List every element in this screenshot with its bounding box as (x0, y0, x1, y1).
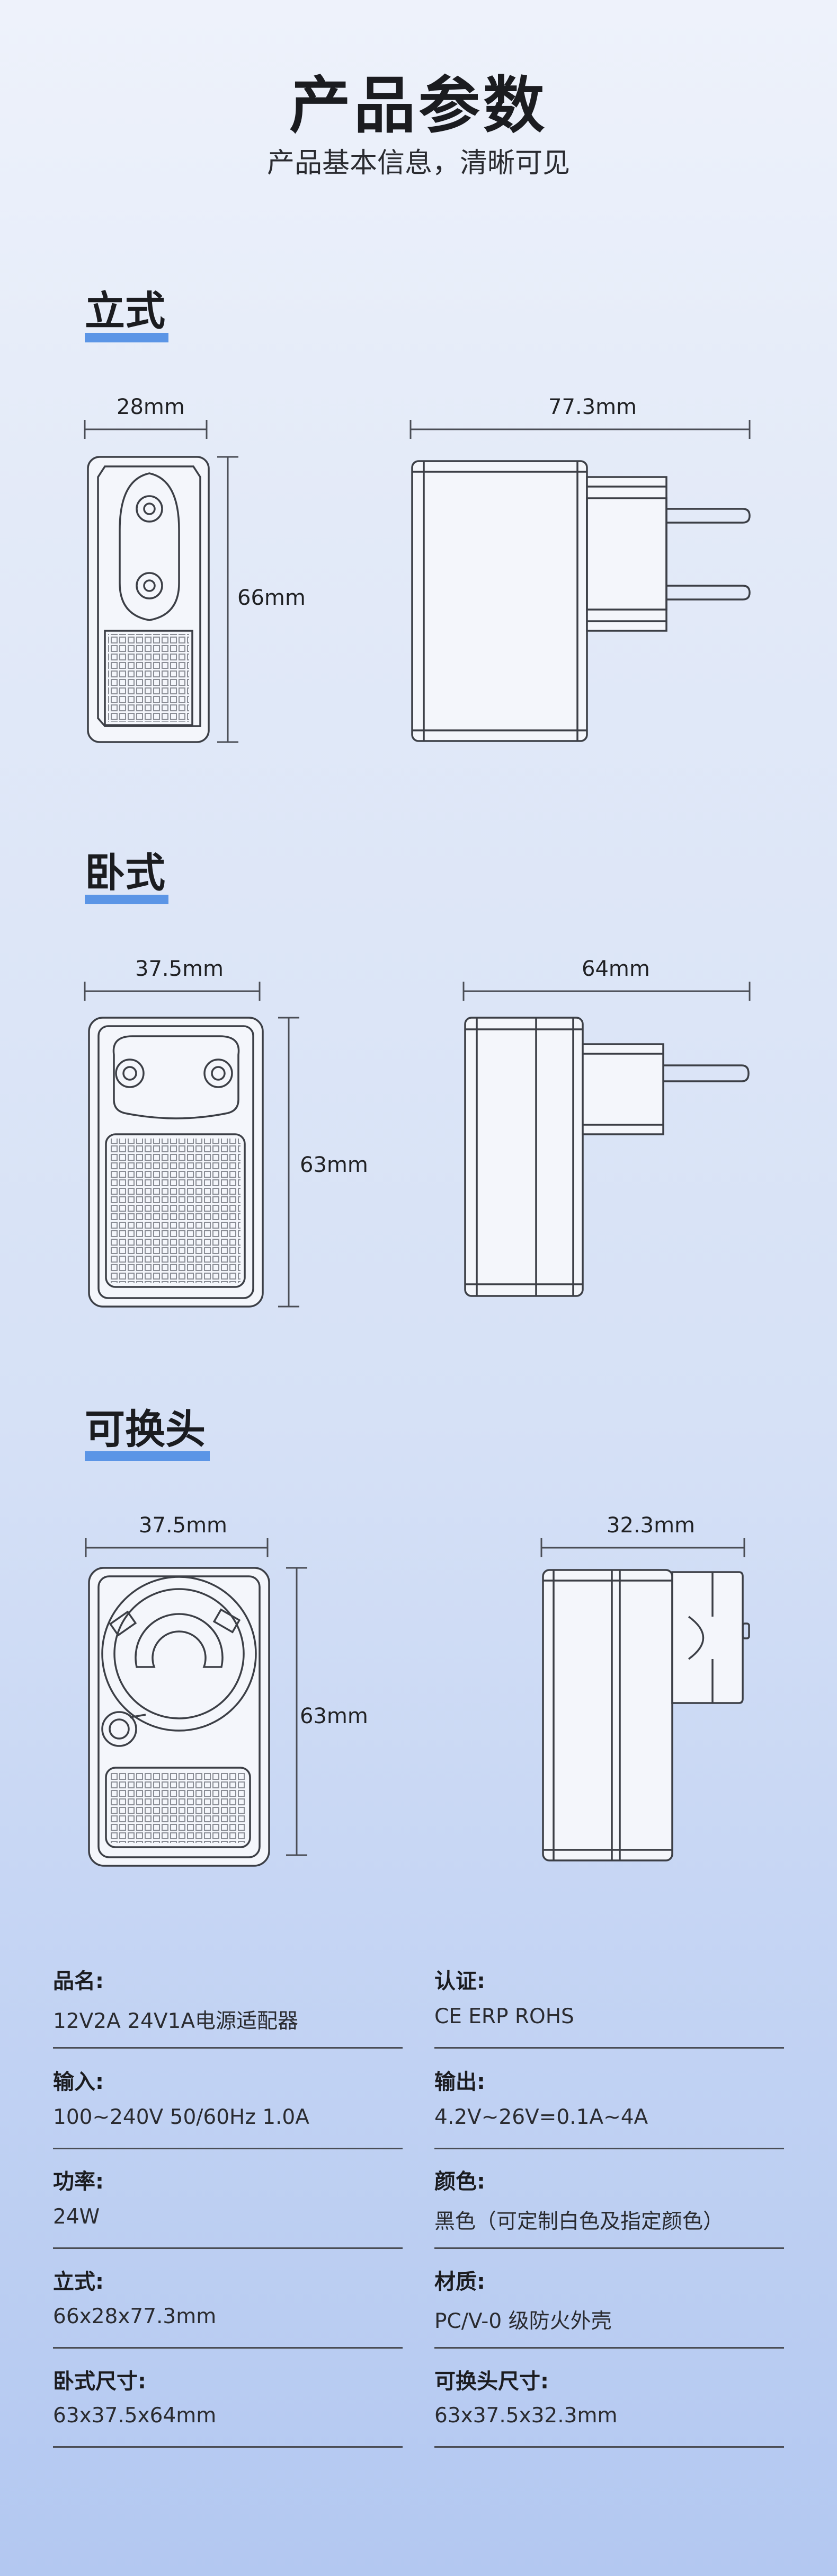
spec-value: 100~240V 50/60Hz 1.0A (53, 2105, 309, 2129)
spec-label: 认证: (434, 1969, 485, 1993)
page-subtitle: 产品基本信息，清晰可见 (266, 147, 570, 179)
front-view-vertical (87, 456, 210, 743)
dim-height-label: 63mm (300, 1153, 368, 1177)
spec-divider (53, 2047, 403, 2049)
technical-drawings (84, 420, 751, 1867)
section-underline (85, 895, 168, 904)
dim-line-depth (540, 1538, 745, 1557)
spec-label: 材质: (434, 2270, 485, 2294)
spec-label: 立式: (53, 2270, 104, 2294)
spec-divider (434, 2047, 784, 2049)
spec-divider (53, 2148, 403, 2149)
spec-divider (434, 2247, 784, 2249)
section-title-horizontal: 卧式 (85, 849, 165, 896)
spec-label: 卧式尺寸: (53, 2369, 146, 2394)
spec-divider (434, 2347, 784, 2349)
dim-width-label: 28mm (117, 395, 185, 419)
section-underline (85, 333, 168, 342)
spec-divider (434, 2446, 784, 2448)
dim-line-width (84, 420, 208, 439)
spec-divider (434, 2148, 784, 2149)
section-underline (85, 1451, 210, 1461)
spec-value: 24W (53, 2205, 100, 2229)
page-title: 产品参数 (289, 70, 548, 142)
spec-label: 输出: (434, 2070, 485, 2094)
spec-value: 4.2V~26V=0.1A~4A (434, 2105, 648, 2129)
spec-value: 63x37.5x32.3mm (434, 2404, 618, 2428)
spec-label: 可换头尺寸: (434, 2369, 549, 2394)
spec-value: PC/V-0 级防火外壳 (434, 2309, 612, 2333)
spec-value: 黑色（可定制白色及指定颜色） (434, 2210, 724, 2234)
dim-height-label: 63mm (300, 1704, 368, 1728)
dim-width-label: 37.5mm (139, 1513, 227, 1538)
spec-divider (53, 2247, 403, 2249)
side-view-swappable (542, 1569, 750, 1862)
front-view-swappable (88, 1567, 270, 1867)
dim-height-label: 66mm (237, 586, 306, 610)
section-title-swappable: 可换头 (85, 1406, 206, 1453)
spec-label: 功率: (53, 2169, 104, 2194)
dim-depth-label: 77.3mm (548, 395, 637, 419)
dim-width-label: 37.5mm (135, 957, 224, 981)
dim-line-height (217, 456, 238, 743)
section-title-vertical: 立式 (85, 287, 165, 334)
dim-line-depth (409, 420, 751, 439)
dim-line-height (286, 1567, 307, 1856)
spec-value: 12V2A 24V1A电源适配器 (53, 2009, 298, 2033)
spec-value: 66x28x77.3mm (53, 2305, 217, 2328)
dim-depth-label: 32.3mm (607, 1513, 695, 1538)
dim-line-width (84, 982, 261, 1001)
spec-divider (53, 2347, 403, 2349)
spec-value: 63x37.5x64mm (53, 2404, 217, 2428)
side-view-horizontal (464, 1017, 750, 1297)
spec-label: 输入: (53, 2070, 104, 2094)
spec-label: 颜色: (434, 2169, 485, 2194)
front-view-horizontal (88, 1017, 264, 1308)
dim-line-depth (462, 982, 751, 1001)
spec-value: CE ERP ROHS (434, 2005, 574, 2028)
spec-label: 品名: (53, 1969, 104, 1993)
dim-line-width (85, 1538, 269, 1557)
spec-divider (53, 2446, 403, 2448)
side-view-vertical (411, 460, 751, 742)
dim-depth-label: 64mm (582, 957, 650, 981)
dim-line-height (278, 1017, 299, 1308)
